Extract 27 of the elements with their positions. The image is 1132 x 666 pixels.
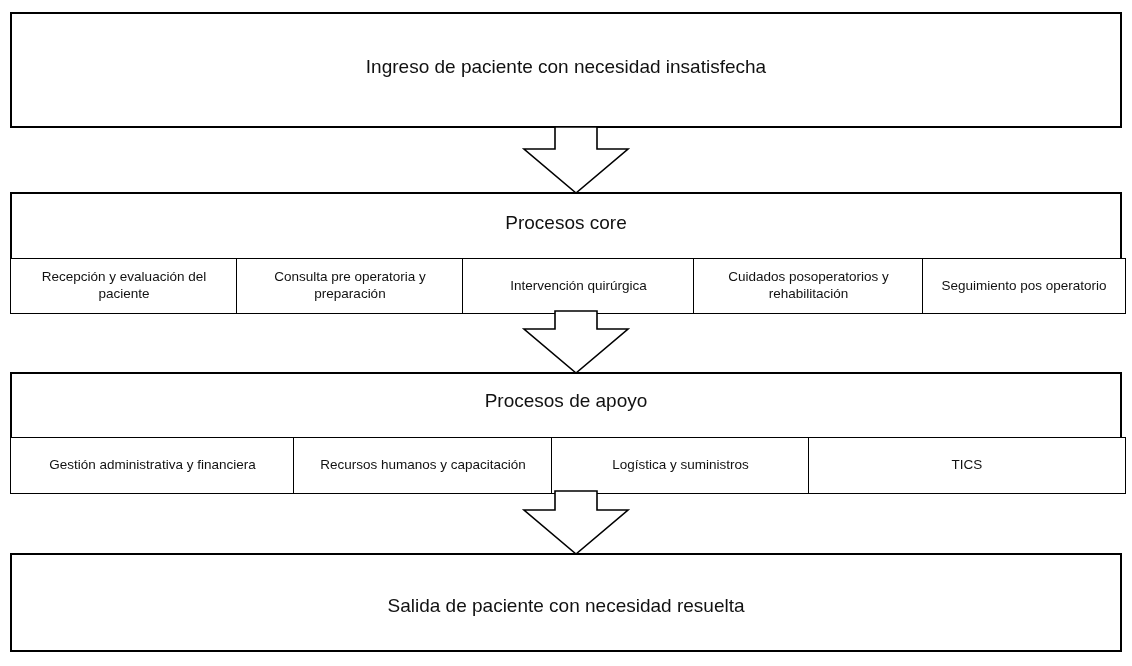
stage-box: [10, 12, 1122, 128]
box-label: Gestión administrativa y financiera: [48, 457, 257, 474]
box-label: Intervención quirúrgica: [509, 277, 648, 295]
block-arrow: [521, 490, 631, 556]
box-label: Recepción y evaluación del paciente: [40, 269, 208, 303]
process-box: [10, 258, 238, 314]
process-box: [462, 258, 695, 314]
block-arrow: [521, 126, 631, 195]
box-label: Seguimiento pos operatorio: [940, 277, 1108, 295]
box-label: Procesos de apoyo: [484, 390, 648, 413]
box-label: Consulta pre operatoria y preparación: [273, 269, 427, 303]
box-label: Recursos humanos y capacitación: [319, 457, 527, 474]
box-label: TICS: [950, 457, 984, 474]
process-box: [236, 258, 464, 314]
process-box: [293, 437, 553, 494]
process-box: [922, 258, 1126, 314]
process-box: [808, 437, 1126, 494]
box-label: Logística y suministros: [611, 457, 750, 474]
box-label: Procesos core: [505, 212, 627, 235]
process-box: [10, 437, 295, 494]
box-label: Cuidados posoperatorios y rehabilitación: [727, 269, 890, 303]
box-label: Salida de paciente con necesidad resuelta: [387, 595, 745, 618]
process-box: [551, 437, 810, 494]
box-label: Ingreso de paciente con necesidad insatisfecha: [365, 56, 767, 79]
stage-box: [10, 553, 1122, 652]
block-arrow: [521, 310, 631, 375]
process-box: [693, 258, 924, 314]
